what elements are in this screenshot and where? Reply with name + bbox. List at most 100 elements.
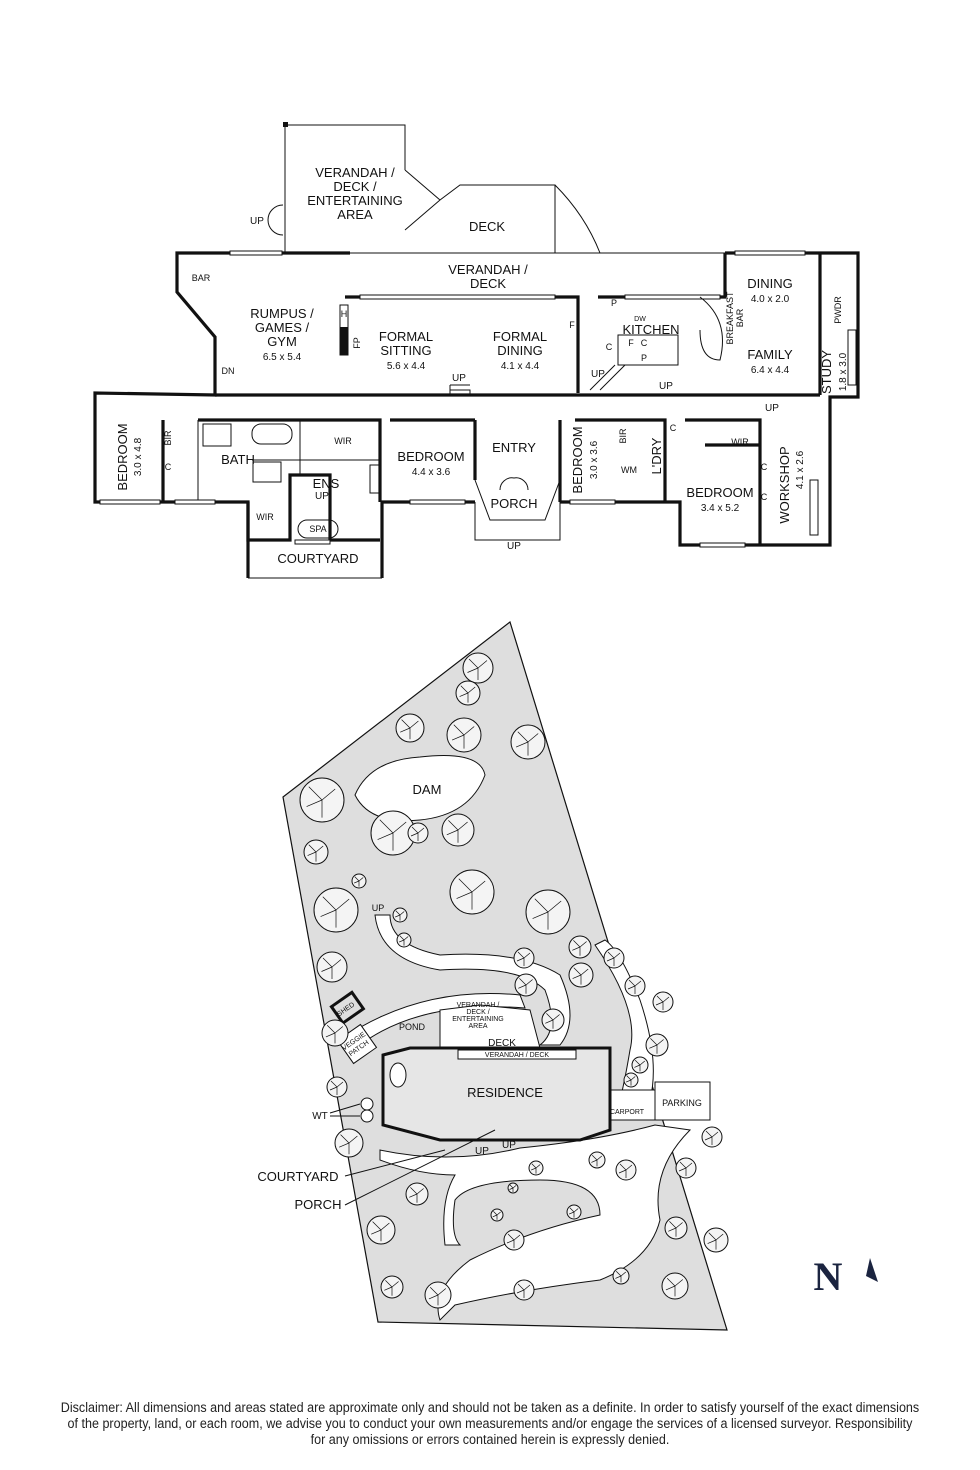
label-family: FAMILY xyxy=(747,347,793,362)
label-powder: PWDR xyxy=(833,296,843,324)
label-formal-dining-dims: 4.1 x 4.4 xyxy=(501,361,540,372)
exterior-walls xyxy=(93,251,860,578)
trees xyxy=(299,652,729,1309)
tree-branches xyxy=(634,1059,646,1072)
label-cupboard-island: C xyxy=(641,338,648,348)
site-label-verandah-deck: VERANDAH / DECK xyxy=(485,1052,550,1059)
label-study: STUDY xyxy=(819,350,834,394)
north-arrow-icon xyxy=(866,1258,878,1282)
tree-branches xyxy=(377,819,407,851)
site-plan xyxy=(282,620,729,1331)
label-heater: H xyxy=(341,309,348,319)
label-wir-main: WIR xyxy=(334,436,352,446)
tree-branches xyxy=(627,979,642,994)
label-bath: BATH xyxy=(221,452,255,467)
tree-branches xyxy=(568,1207,579,1218)
floor-plan-labels: VERANDAH / DECK / ENTERTAINING AREA UP D… xyxy=(115,165,849,566)
site-label-carport: CARPORT xyxy=(610,1109,645,1116)
windows xyxy=(99,250,857,548)
label-bedroom-west: BEDROOM xyxy=(115,423,130,490)
label-dining-dims: 4.0 x 2.0 xyxy=(751,294,790,305)
entry-doors xyxy=(499,477,529,491)
label-workshop-dims: 4.1 x 2.6 xyxy=(795,450,806,489)
tree-branches xyxy=(306,786,336,818)
label-formal-sitting-1: FORMAL xyxy=(379,329,433,344)
label-wir-east: WIR xyxy=(731,437,749,447)
label-laundry: L'DRY xyxy=(649,437,664,474)
site-label-parking: PARKING xyxy=(662,1098,702,1108)
tree-branches xyxy=(516,1283,531,1298)
label-entertaining-4: AREA xyxy=(337,207,373,222)
label-rumpus-dims: 6.5 x 5.4 xyxy=(263,352,302,363)
hallway-wall xyxy=(215,253,822,397)
site-label-up: UP xyxy=(372,903,385,913)
tree-branches xyxy=(492,1211,501,1220)
label-bedroom-east-dims: 3.4 x 5.2 xyxy=(701,503,740,514)
label-bedroom-west-dims: 3.0 x 4.8 xyxy=(133,437,144,476)
label-dining: DINING xyxy=(747,276,793,291)
vanity xyxy=(369,464,381,494)
label-cupboard-laundry: C xyxy=(670,423,677,433)
porch-outline xyxy=(474,479,561,541)
tree-branches xyxy=(339,1134,358,1155)
north-compass: N xyxy=(814,1254,878,1299)
label-up-porch: UP xyxy=(507,541,521,552)
label-up-kitchen-2: UP xyxy=(659,381,673,392)
site-label-pond: POND xyxy=(399,1022,426,1032)
tree-branches xyxy=(707,1232,724,1250)
land-boundary xyxy=(282,620,728,1331)
label-up-kitchen: UP xyxy=(591,369,605,380)
kitchen-island xyxy=(617,334,679,366)
water-tank-2 xyxy=(360,1109,374,1123)
disclaimer-line-3: for any omissions or errors contained he… xyxy=(310,1432,670,1447)
disclaimer-line-1: Disclaimer: All dimensions and areas sta… xyxy=(60,1400,920,1415)
tree-branches xyxy=(329,1080,344,1095)
tree-branches xyxy=(649,1038,664,1054)
entertaining-area-outline xyxy=(284,124,601,254)
label-fridge-island: F xyxy=(628,338,634,348)
label-formal-dining-2: DINING xyxy=(497,343,543,358)
site-label-dam: DAM xyxy=(413,782,442,797)
tree-branches xyxy=(400,719,419,740)
label-cupboard-west: C xyxy=(165,462,172,472)
label-breakfast-2: BAR xyxy=(735,308,745,327)
tree-branches xyxy=(516,951,531,966)
tree-branches xyxy=(530,1163,541,1174)
interior-walls xyxy=(161,418,762,545)
label-bedroom-mid-dims: 3.0 x 3.6 xyxy=(589,440,600,479)
kitchen-steps xyxy=(589,364,626,391)
residence-outline xyxy=(381,1046,612,1142)
tree-branches xyxy=(532,898,562,930)
tree-branches xyxy=(409,1187,424,1203)
label-formal-dining-1: FORMAL xyxy=(493,329,547,344)
tree-branches xyxy=(572,940,587,956)
post-marker xyxy=(283,122,288,127)
label-ensuite: ENS xyxy=(313,476,340,491)
tree-branches xyxy=(321,957,342,979)
label-rumpus-1: RUMPUS / xyxy=(250,306,314,321)
spa-tub xyxy=(297,519,339,539)
label-formal-sitting-dims: 5.6 x 4.4 xyxy=(387,361,426,372)
site-label-entertaining-4: AREA xyxy=(468,1023,487,1030)
tree-branches xyxy=(459,685,476,703)
tree-branches xyxy=(618,1163,633,1178)
site-label-deck: DECK xyxy=(488,1038,516,1049)
tree-branches xyxy=(428,1286,447,1306)
shower xyxy=(202,423,232,447)
label-spa: SPA xyxy=(309,524,326,534)
fireplace xyxy=(340,327,348,355)
tree-branches xyxy=(384,1280,399,1296)
site-plan-labels: DAM UP VERANDAH / DECK / ENTERTAINING AR… xyxy=(257,782,701,1212)
label-verandah-deck-2: DECK xyxy=(470,276,506,291)
tree-branches xyxy=(545,1013,560,1029)
tree-branches xyxy=(410,826,425,841)
label-up-hall: UP xyxy=(765,403,779,414)
tree-branches xyxy=(456,878,486,910)
label-wir-ensuite: WIR xyxy=(256,512,274,522)
label-cupboard-east-2: C xyxy=(761,492,768,502)
tree-branches xyxy=(591,1154,603,1167)
label-family-dims: 6.4 x 4.4 xyxy=(751,365,790,376)
bath-partitions xyxy=(197,420,380,502)
water-tank-1 xyxy=(360,1097,374,1111)
